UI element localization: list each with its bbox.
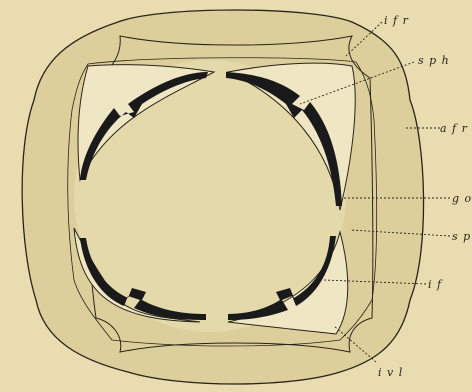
label-if: i f	[428, 278, 443, 291]
label-sph: s p h	[418, 54, 450, 67]
label-ivl: i v l	[378, 366, 403, 379]
label-go: g o	[452, 192, 472, 205]
label-afr: a f r	[440, 122, 468, 135]
label-ifr: i f r	[384, 14, 409, 27]
label-sp: s p	[452, 230, 471, 243]
